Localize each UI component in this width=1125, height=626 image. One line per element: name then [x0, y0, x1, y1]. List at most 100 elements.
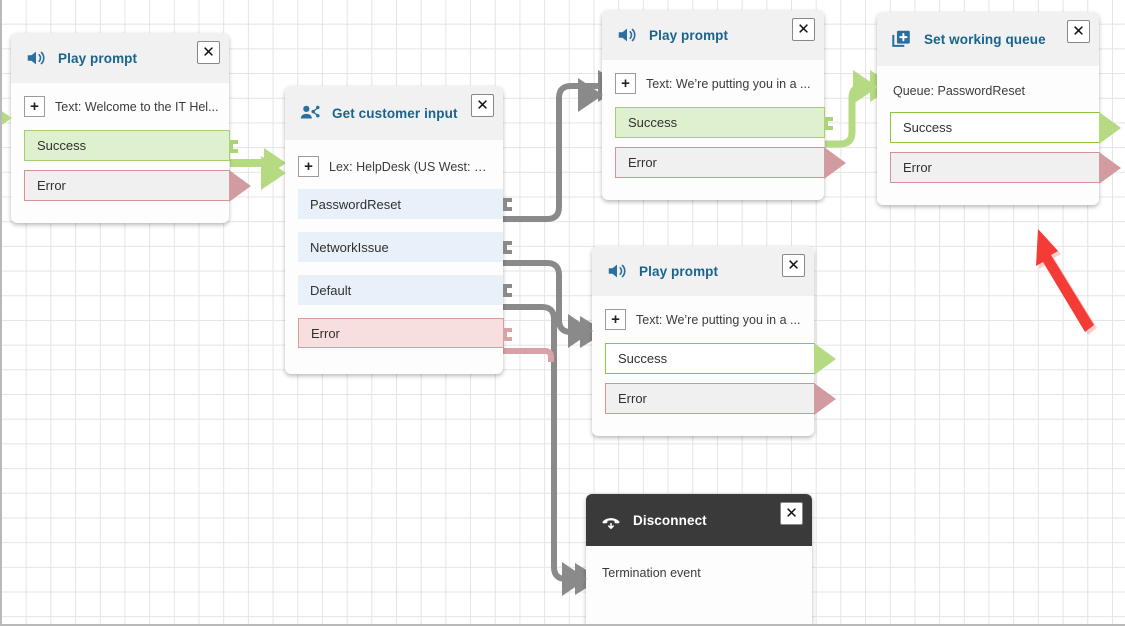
output-label: Success	[618, 351, 668, 366]
output-arrow-tip[interactable]	[1099, 112, 1121, 144]
param-row[interactable]: Queue: PasswordReset	[877, 66, 1099, 112]
output-row-success[interactable]: Success	[24, 130, 238, 161]
output-connector-nub[interactable]	[503, 241, 512, 254]
param-text: Termination event	[602, 566, 701, 580]
close-icon[interactable]: ✕	[792, 18, 815, 41]
close-icon[interactable]: ✕	[197, 41, 220, 64]
node-body: Queue: PasswordReset Success Error	[853, 66, 1121, 205]
output-arrow-tip[interactable]	[1099, 152, 1121, 184]
node-header: Play prompt ✕	[592, 246, 814, 296]
node-disconnect[interactable]: Disconnect ✕ Termination event	[562, 494, 812, 624]
node-input-arrow	[578, 78, 603, 112]
output-arrow-tip[interactable]	[229, 170, 251, 202]
output-connector-nub[interactable]	[824, 117, 833, 130]
output-label: NetworkIssue	[310, 239, 389, 255]
node-input-arrow	[261, 156, 286, 190]
param-text: Text: We’re putting you in a ...	[646, 76, 811, 91]
output-connector-nub[interactable]	[503, 198, 512, 211]
plus-icon[interactable]: +	[298, 156, 319, 177]
plus-icon[interactable]: +	[605, 309, 626, 330]
node-title: Set working queue	[924, 31, 1046, 47]
node-play-prompt-queue-top[interactable]: Play prompt ✕ + Text: We’re putting you …	[578, 10, 846, 200]
output-label: Error	[628, 155, 657, 170]
node-input-arrow	[853, 70, 878, 104]
node-set-working-queue[interactable]: Set working queue ✕ Queue: PasswordReset…	[853, 12, 1121, 205]
speaker-icon	[25, 47, 47, 69]
node-title: Play prompt	[58, 50, 138, 66]
close-icon[interactable]: ✕	[471, 94, 494, 117]
close-icon[interactable]: ✕	[780, 502, 803, 525]
speaker-icon	[606, 260, 628, 282]
output-label: Success	[628, 115, 678, 130]
node-header: Play prompt ✕	[11, 33, 229, 83]
param-text: Text: We’re putting you in a ...	[636, 312, 801, 327]
node-body: + Text: We’re putting you in a ... Succe…	[578, 60, 846, 200]
wire-error-stub	[502, 348, 554, 362]
output-connector-nub[interactable]	[503, 328, 512, 341]
node-play-prompt-welcome[interactable]: Play prompt ✕ + Text: Welcome to the IT …	[2, 33, 251, 223]
output-row-error[interactable]: Error	[24, 170, 251, 202]
node-header: Disconnect ✕	[586, 494, 812, 546]
output-row-error[interactable]: Error	[298, 318, 512, 348]
output-label: Error	[618, 391, 647, 406]
hangup-icon	[600, 509, 622, 531]
output-label: Error	[311, 325, 340, 341]
output-label: Error	[37, 178, 66, 193]
node-title: Disconnect	[633, 512, 707, 528]
output-row-success[interactable]: Success	[605, 343, 836, 375]
node-header: Play prompt ✕	[602, 10, 824, 60]
output-row-error[interactable]: Error	[615, 147, 846, 179]
node-header: Get customer input ✕	[285, 86, 503, 140]
node-body: + Lex: HelpDesk (US West: O... PasswordR…	[261, 140, 512, 374]
node-title: Play prompt	[649, 27, 729, 43]
node-title: Play prompt	[639, 263, 719, 279]
output-label: Default	[310, 282, 352, 298]
node-outputs: Success Error	[11, 130, 251, 223]
param-row[interactable]: + Text: Welcome to the IT Hel...	[11, 83, 229, 130]
node-outputs: Success Error	[877, 112, 1121, 205]
speaker-icon	[616, 24, 638, 46]
node-title: Get customer input	[332, 105, 458, 121]
param-row[interactable]: + Text: We’re putting you in a ...	[602, 60, 824, 107]
node-play-prompt-queue-mid[interactable]: Play prompt ✕ + Text: We’re putting you …	[568, 246, 836, 436]
output-connector-nub[interactable]	[229, 140, 238, 153]
node-outputs: PasswordReset NetworkIssue Default Error	[285, 189, 512, 374]
output-arrow-tip[interactable]	[814, 343, 836, 375]
param-text: Queue: PasswordReset	[893, 84, 1026, 98]
node-input-arrow	[2, 101, 12, 135]
node-get-customer-input[interactable]: Get customer input ✕ + Lex: HelpDesk (US…	[261, 86, 512, 374]
output-row-default[interactable]: Default	[298, 275, 512, 305]
param-row[interactable]: Termination event	[586, 546, 812, 592]
node-input-arrow	[568, 314, 593, 348]
output-row-error[interactable]: Error	[890, 152, 1121, 184]
output-row-success[interactable]: Success	[890, 112, 1121, 144]
plus-icon[interactable]: +	[615, 73, 636, 94]
output-connector-nub[interactable]	[503, 284, 512, 297]
close-icon[interactable]: ✕	[782, 254, 805, 277]
node-body: + Text: We’re putting you in a ... Succe…	[568, 296, 836, 436]
output-row-networkissue[interactable]: NetworkIssue	[298, 232, 512, 262]
output-row-success[interactable]: Success	[615, 107, 833, 138]
node-outputs: Success Error	[592, 343, 836, 436]
param-row[interactable]: + Lex: HelpDesk (US West: O...	[285, 140, 503, 189]
output-label: Error	[903, 160, 932, 175]
output-label: Success	[37, 138, 87, 153]
output-row-passwordreset[interactable]: PasswordReset	[298, 189, 512, 219]
set-queue-icon	[891, 28, 913, 50]
node-outputs: Success Error	[602, 107, 846, 200]
output-row-error[interactable]: Error	[605, 383, 836, 415]
param-row[interactable]: + Text: We’re putting you in a ...	[592, 296, 814, 343]
node-body: + Text: Welcome to the IT Hel... Success…	[2, 83, 251, 223]
output-label: PasswordReset	[310, 196, 402, 212]
output-label: Success	[903, 120, 953, 135]
plus-icon[interactable]: +	[24, 96, 45, 117]
param-text: Lex: HelpDesk (US West: O...	[329, 159, 493, 174]
wire-default	[502, 304, 575, 582]
node-header: Set working queue ✕	[877, 12, 1099, 66]
close-icon[interactable]: ✕	[1067, 20, 1090, 43]
output-arrow-tip[interactable]	[824, 147, 846, 179]
output-arrow-tip[interactable]	[814, 383, 836, 415]
node-body: Termination event	[562, 546, 812, 624]
customer-input-icon	[299, 102, 321, 124]
